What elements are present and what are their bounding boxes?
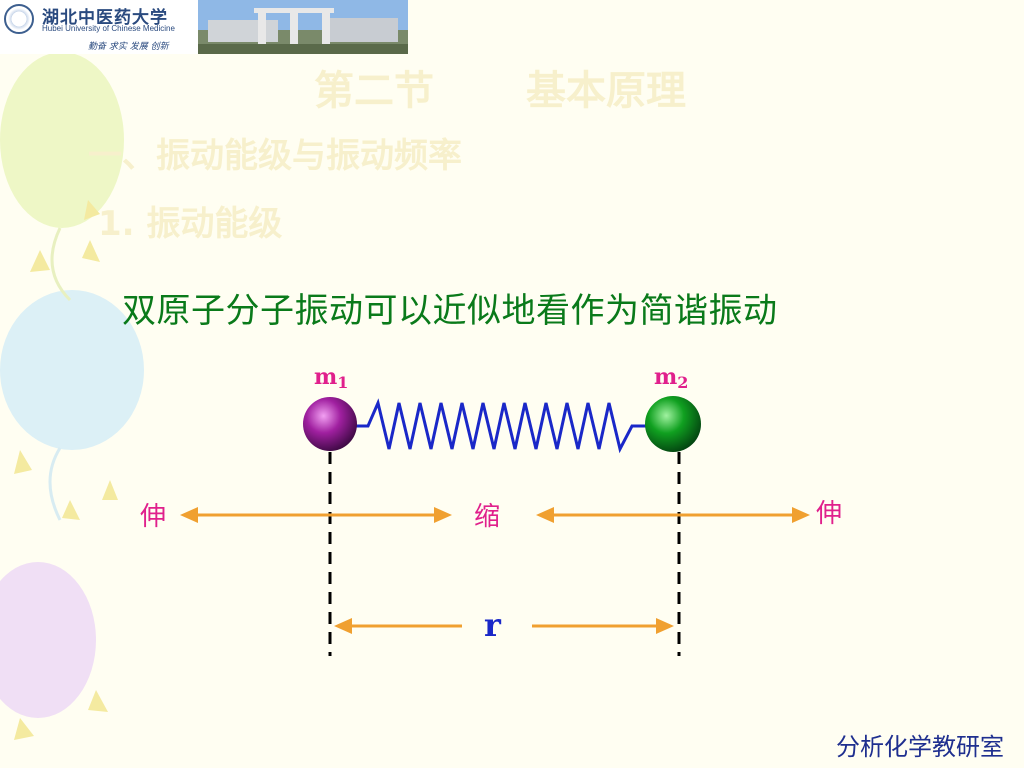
subsection-heading: 1. 振动能级	[98, 204, 283, 244]
arrow-left-head-start	[180, 507, 198, 523]
distance-label: r	[484, 606, 502, 644]
distance-arrow-right-head	[656, 618, 674, 634]
distance-arrow-left-head	[334, 618, 352, 634]
compress-label: 缩	[474, 502, 500, 532]
university-name-en: Hubei University of Chinese Medicine	[42, 24, 175, 33]
balloon-string	[48, 447, 62, 521]
title-section: 第二节	[314, 68, 434, 114]
arrow-right-head-start	[536, 507, 554, 523]
atom-mass1	[303, 397, 357, 451]
mass1-label: m1	[314, 364, 348, 392]
main-sentence: 双原子分子振动可以近似地看作为简谐振动	[122, 291, 778, 331]
university-seal-icon	[4, 4, 34, 34]
balloon-cyan	[0, 290, 144, 450]
department-footer: 分析化学教研室	[836, 733, 1004, 761]
confetti	[14, 200, 118, 740]
balloon-green	[0, 52, 124, 228]
arrow-left-head-end	[434, 507, 452, 523]
mass2-label: m2	[654, 364, 688, 392]
section-heading: 一、振动能级与振动频率	[88, 136, 462, 176]
stretch-label-left: 伸	[140, 502, 166, 532]
balloon-string	[50, 227, 72, 302]
university-name-cn: 湖北中医药大学	[42, 8, 168, 28]
arrow-right-head-end	[792, 507, 810, 523]
university-motto: 勤奋 求实 发展 创新	[88, 42, 169, 52]
page-title: 第二节 基本原理	[314, 58, 686, 116]
atom-mass2	[645, 396, 701, 452]
stretch-label-right: 伸	[816, 499, 842, 529]
campus-photo	[198, 0, 408, 54]
spring	[356, 398, 648, 454]
title-topic: 基本原理	[526, 68, 686, 114]
university-logo: 湖北中医药大学 Hubei University of Chinese Medi…	[0, 0, 408, 54]
balloon-purple	[0, 562, 96, 718]
